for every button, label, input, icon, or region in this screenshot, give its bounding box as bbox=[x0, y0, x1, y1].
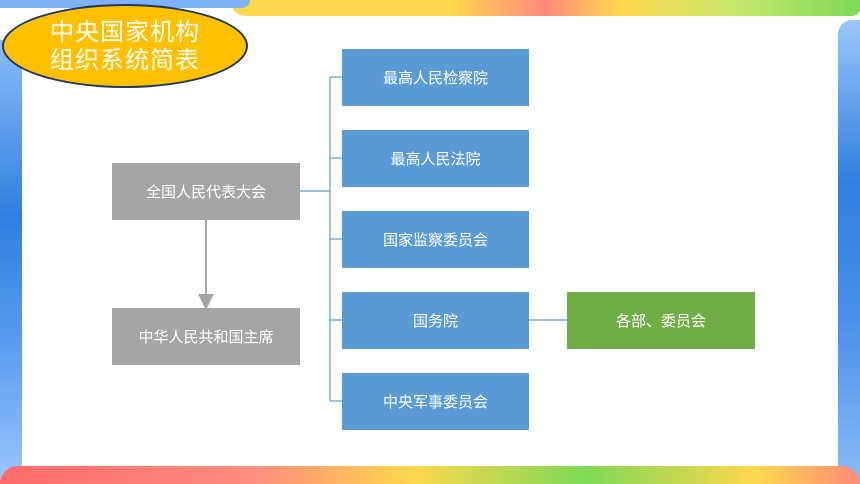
title-oval: 中央国家机构 组织系统简表 bbox=[2, 4, 248, 88]
node-procuratorate-label: 最高人民检察院 bbox=[382, 69, 488, 87]
node-ministries: 各部、委员会 bbox=[567, 292, 755, 349]
node-procuratorate: 最高人民检察院 bbox=[342, 49, 529, 106]
paint-border-right bbox=[838, 20, 860, 484]
node-state-council-label: 国务院 bbox=[412, 312, 458, 330]
node-congress: 全国人民代表大会 bbox=[112, 163, 300, 220]
paint-border-bottom bbox=[0, 466, 860, 484]
node-supervisory-commission-label: 国家监察委员会 bbox=[382, 231, 488, 249]
node-president: 中华人民共和国主席 bbox=[112, 308, 300, 365]
node-congress-label: 全国人民代表大会 bbox=[145, 183, 266, 201]
node-military-commission-label: 中央军事委员会 bbox=[382, 393, 488, 411]
node-supreme-court: 最高人民法院 bbox=[342, 130, 529, 187]
paint-border-left bbox=[0, 40, 22, 484]
node-ministries-label: 各部、委员会 bbox=[615, 312, 706, 330]
title-line-1: 中央国家机构 bbox=[50, 18, 200, 46]
paint-border-top bbox=[230, 0, 860, 16]
node-state-council: 国务院 bbox=[342, 292, 529, 349]
node-military-commission: 中央军事委员会 bbox=[342, 373, 529, 430]
node-supreme-court-label: 最高人民法院 bbox=[390, 150, 481, 168]
node-president-label: 中华人民共和国主席 bbox=[138, 328, 274, 346]
title-line-2: 组织系统简表 bbox=[50, 46, 200, 74]
node-supervisory-commission: 国家监察委员会 bbox=[342, 211, 529, 268]
